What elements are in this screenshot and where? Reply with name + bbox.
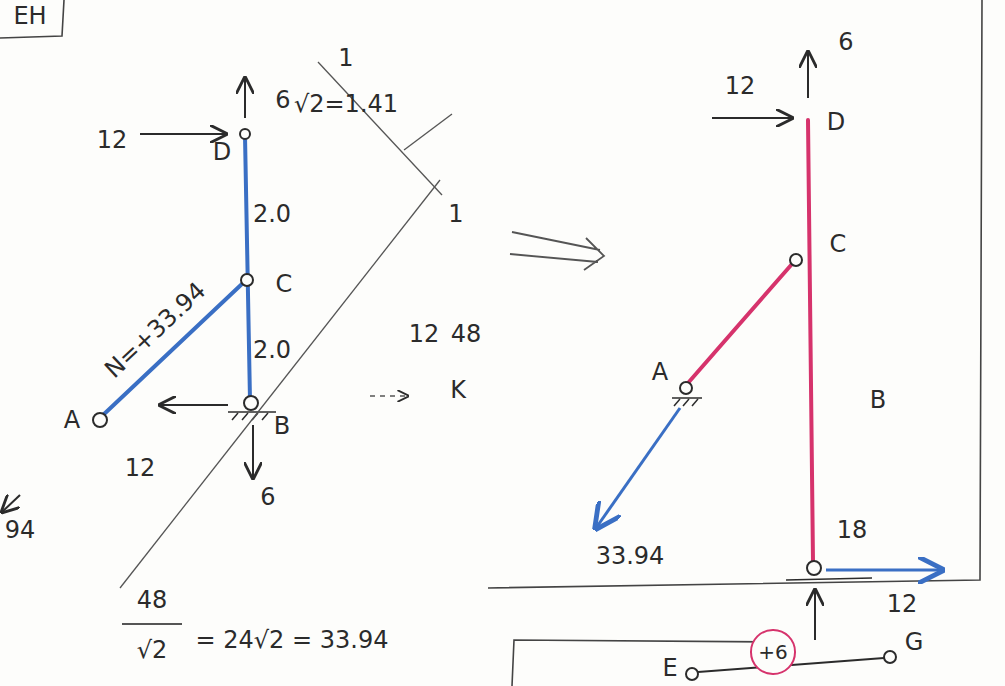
sketch-label: √2 [137, 637, 168, 663]
sketch-label: 33.94 [596, 543, 665, 569]
sketch-label: A [652, 359, 668, 385]
sketch-label: 18 [837, 517, 868, 543]
sketch-label: 12 [725, 73, 756, 99]
sketch-label: D [827, 109, 845, 135]
sketch-label: 6 [260, 484, 275, 510]
sketch-label: 94 [5, 517, 36, 543]
sketch-label: 48 [137, 587, 168, 613]
circled-value: +6 [750, 629, 795, 674]
sketch-label: 1 [448, 201, 463, 227]
sketch-label: 2.0 [253, 201, 291, 227]
sketch-label: EH [13, 3, 46, 29]
sketch-label: 48 [451, 321, 482, 347]
sketch-label: K [450, 377, 466, 403]
sketch-label: 12 [125, 455, 156, 481]
sketch-label: 12 [97, 127, 128, 153]
sketch-label: C [276, 271, 293, 297]
sketch-label: √2=1.41 [294, 91, 398, 117]
sketch-label: 12 [887, 591, 918, 617]
sketch-label: 12 [409, 321, 440, 347]
sketch-label: B [870, 387, 886, 413]
sketch-label: E [662, 655, 677, 681]
sketch-label: G [905, 629, 924, 655]
circled-number: +6 [758, 640, 787, 664]
sketch-label: = 24√2 = 33.94 [196, 627, 389, 653]
sketch-label: 6 [275, 87, 290, 113]
sketch-label: 1 [338, 45, 353, 71]
sketch-label: 2.0 [253, 337, 291, 363]
sketch-label: B [274, 413, 290, 439]
sketch-label: 6 [838, 29, 853, 55]
sketch-label: D [213, 139, 231, 165]
sketch-label: C [830, 231, 847, 257]
sketch-label: A [64, 407, 80, 433]
